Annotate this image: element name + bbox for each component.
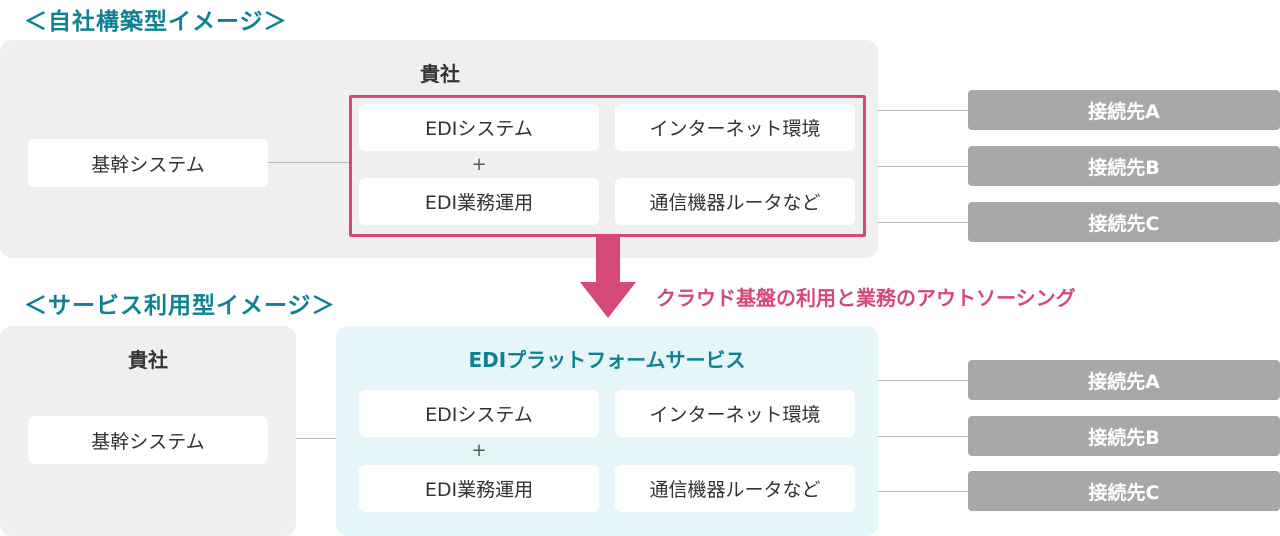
core-system-box: 基幹システム	[28, 416, 268, 464]
destination-a: 接続先A	[968, 360, 1280, 400]
connector-line	[878, 110, 968, 111]
edi-operation-box: EDI業務運用	[359, 465, 599, 512]
destination-b: 接続先B	[968, 416, 1280, 456]
connector-line	[878, 491, 968, 492]
connector-line	[878, 436, 968, 437]
destination-a: 接続先A	[968, 90, 1280, 130]
network-devices-box: 通信機器ルータなど	[615, 178, 855, 225]
arrow-caption: クラウド基盤の利用と業務のアウトソーシング	[656, 286, 1076, 310]
destination-c: 接続先C	[968, 471, 1280, 511]
internet-environment-box: インターネット環境	[615, 104, 855, 151]
connector-line	[296, 438, 336, 439]
plus-sign: +	[471, 154, 487, 175]
service-title: EDIプラットフォームサービス	[468, 348, 746, 372]
in-house-scope-frame	[349, 95, 866, 237]
edi-system-box: EDIシステム	[359, 390, 599, 437]
edi-operation-box: EDI業務運用	[359, 178, 599, 225]
destination-b: 接続先B	[968, 146, 1280, 186]
connector-line	[268, 162, 350, 163]
connector-line	[878, 222, 968, 223]
section-title-service: ＜サービス利用型イメージ＞	[24, 293, 336, 319]
core-system-box: 基幹システム	[28, 139, 268, 187]
internet-environment-box: インターネット環境	[615, 390, 855, 437]
company-label: 貴社	[128, 348, 168, 372]
destination-c: 接続先C	[968, 202, 1280, 242]
edi-system-box: EDIシステム	[359, 104, 599, 151]
network-devices-box: 通信機器ルータなど	[615, 465, 855, 512]
connector-line	[878, 166, 968, 167]
company-label: 貴社	[420, 62, 460, 86]
down-arrow-icon	[580, 236, 636, 318]
connector-line	[878, 380, 968, 381]
plus-sign: +	[471, 440, 487, 461]
section-title-in-house: ＜自社構築型イメージ＞	[24, 9, 288, 35]
